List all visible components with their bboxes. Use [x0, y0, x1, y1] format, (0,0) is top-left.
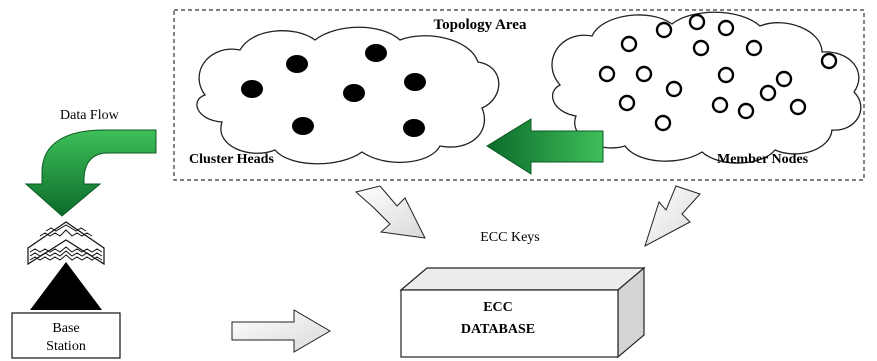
member-node: [665, 80, 683, 98]
cluster-head-node: [343, 84, 365, 102]
topology-area-label: Topology Area: [434, 17, 527, 33]
ecc-keys-label: ECC Keys: [480, 230, 540, 245]
topology-area-border: [173, 9, 865, 181]
member-node: [775, 70, 793, 88]
member-node: [745, 39, 763, 57]
data-flow-arrow: [24, 129, 157, 217]
ecc-database-label-line2: DATABASE: [461, 322, 535, 337]
member-node: [759, 84, 777, 102]
ecc-database-label-line1: ECC: [483, 300, 513, 315]
member-node: [598, 65, 616, 83]
member-node: [820, 52, 838, 70]
base-station-label-line1: Base: [52, 321, 79, 336]
cluster-head-node: [403, 119, 425, 137]
member-to-cluster-arrow: [486, 118, 604, 175]
member-node: [737, 102, 755, 120]
member-node: [717, 66, 735, 84]
member-node: [688, 13, 706, 31]
base-station-label-line2: Station: [46, 339, 86, 354]
ecc-database-top: [399, 267, 646, 291]
member-node: [717, 19, 735, 37]
member-node: [692, 39, 710, 57]
member-node: [620, 35, 638, 53]
cluster-head-node: [292, 117, 314, 135]
cluster-head-node: [365, 44, 387, 62]
base-station-antenna: [27, 221, 105, 310]
member-nodes-label: Member Nodes: [717, 152, 809, 167]
member-node: [711, 96, 729, 114]
cluster-head-node: [404, 73, 426, 91]
cluster-heads-label: Cluster Heads: [189, 152, 274, 167]
base-to-database-arrow: [231, 309, 331, 353]
base-station-box: [11, 312, 121, 359]
cluster-head-node: [286, 55, 308, 73]
member-node: [655, 21, 673, 39]
ecc-database-front: [400, 289, 619, 358]
cluster-head-nodes: [241, 44, 426, 137]
ecc-database-box: [399, 266, 646, 359]
member-node-set: [598, 13, 838, 132]
members-to-database-arrow: [644, 185, 701, 248]
cluster-head-node: [241, 80, 263, 98]
member-node: [635, 65, 653, 83]
member-node: [654, 114, 672, 132]
member-node: [789, 98, 807, 116]
data-flow-label: Data Flow: [60, 108, 120, 123]
cluster-to-database-arrow: [354, 185, 426, 239]
member-node: [618, 94, 636, 112]
